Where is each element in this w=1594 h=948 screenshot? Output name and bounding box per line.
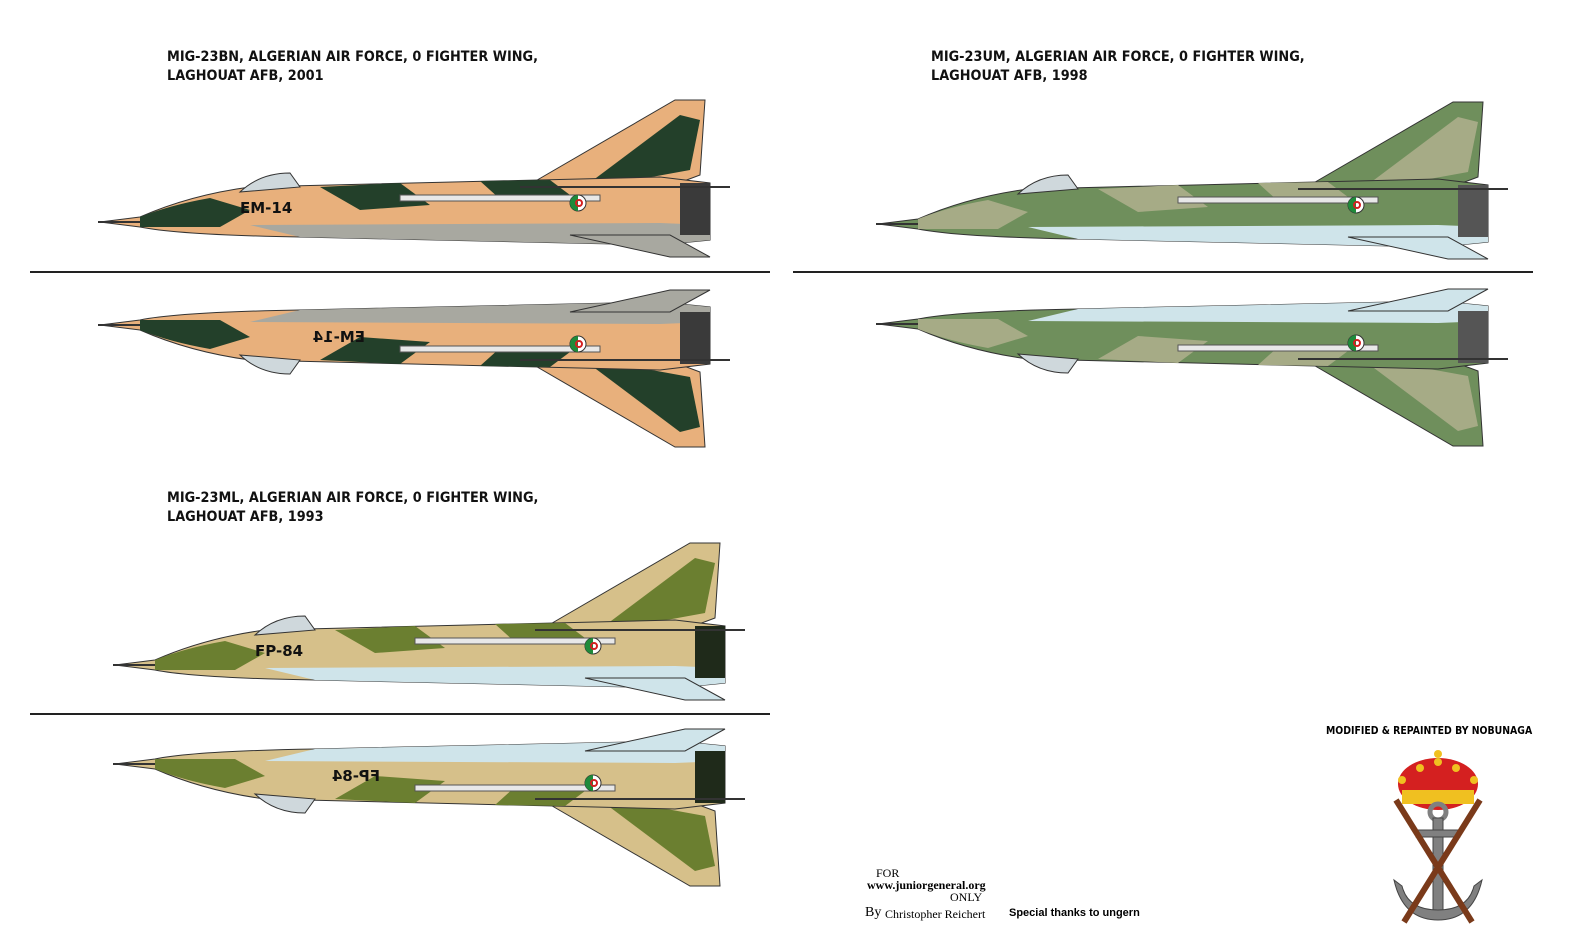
missile — [1177, 344, 1379, 352]
aircraft-body — [876, 288, 1508, 447]
canopy — [253, 615, 316, 636]
aircraft-body — [98, 99, 730, 258]
roundel-green — [1348, 197, 1356, 213]
aircraft-code: EM-14 — [313, 328, 365, 346]
mig23um-top-view — [876, 288, 1508, 447]
caption-mig23um: MIG-23UM, ALGERIAN AIR FORCE, 0 FIGHTER … — [931, 48, 1305, 86]
roundel-crescent — [590, 642, 598, 650]
credit-by: By — [865, 905, 882, 920]
missile — [399, 194, 601, 202]
missile — [1177, 196, 1379, 204]
camo-patch — [480, 348, 570, 367]
roundel-green — [585, 775, 593, 791]
roundel-green — [570, 195, 578, 211]
credit-for: FOR — [876, 866, 900, 880]
exhaust-nozzle — [1458, 185, 1488, 237]
camo-patch — [580, 115, 700, 190]
mig23bn-side-view: EM-14 — [98, 99, 730, 258]
crossed-rifles-icon — [1393, 798, 1483, 924]
mig23ml-top-view: FP-84 — [113, 728, 745, 887]
camo-patch — [595, 558, 715, 633]
aircraft-code: EM-14 — [240, 199, 292, 217]
canopy — [1016, 174, 1079, 195]
roundel-crescent — [575, 199, 583, 207]
divider — [30, 271, 770, 273]
divider — [30, 713, 770, 715]
exhaust-nozzle — [680, 312, 710, 364]
mig23ml-side-view: FP-84 — [113, 542, 745, 701]
aircraft-body — [113, 542, 745, 701]
camo-patch — [335, 776, 445, 803]
caption-line: MIG-23BN, ALGERIAN AIR FORCE, 0 FIGHTER … — [167, 49, 538, 65]
aircraft-body — [876, 101, 1508, 260]
stabilizer — [584, 728, 726, 752]
canopy — [238, 354, 301, 375]
crown-anchor-rifles-emblem — [1393, 750, 1483, 924]
roundel-green — [570, 336, 578, 352]
mig23um-side-view — [876, 101, 1508, 260]
camo-patch — [480, 180, 570, 199]
roundel-crescent — [590, 779, 598, 787]
roundel-crescent — [575, 340, 583, 348]
credit-site-link[interactable]: www.juniorgeneral.org — [867, 878, 986, 892]
camo-patch — [595, 796, 715, 871]
stabilizer — [1347, 236, 1489, 260]
camo-patch — [140, 198, 250, 227]
canopy — [253, 793, 316, 814]
stabilizer — [1347, 288, 1489, 312]
stabilizer — [569, 289, 711, 313]
aircraft-code: FP-84 — [332, 767, 380, 785]
exhaust-nozzle — [680, 183, 710, 235]
camo-patch — [335, 626, 445, 653]
roundel-crescent — [1353, 339, 1361, 347]
camo-patch — [1098, 185, 1208, 212]
camo-patch — [580, 357, 700, 432]
camo-patch — [1258, 182, 1348, 201]
camo-patch — [320, 337, 430, 364]
camo-patch — [1098, 336, 1208, 363]
exhaust-nozzle — [1458, 311, 1488, 363]
aircraft-body — [98, 289, 730, 448]
canopy — [238, 172, 301, 193]
caption-line: LAGHOUAT AFB, 1998 — [931, 68, 1088, 84]
missile — [414, 784, 616, 792]
camo-patch — [495, 623, 585, 642]
canopy — [1016, 353, 1079, 374]
camo-patch — [1358, 117, 1478, 192]
aircraft-code: FP-84 — [255, 642, 303, 660]
missile — [414, 637, 616, 645]
modified-by-credit: MODIFIED & REPAINTED BY NOBUNAGA — [1326, 724, 1533, 737]
crown-icon — [1398, 750, 1478, 810]
stabilizer — [584, 677, 726, 701]
stabilizer — [569, 234, 711, 258]
camo-patch — [155, 641, 265, 670]
aircraft-body — [113, 728, 745, 887]
exhaust-nozzle — [695, 626, 725, 678]
caption-line: MIG-23ML, ALGERIAN AIR FORCE, 0 FIGHTER … — [167, 490, 539, 506]
missile — [399, 345, 601, 353]
credit-thanks: Special thanks to ungern — [1009, 907, 1140, 919]
mig23bn-top-view: EM-14 — [98, 289, 730, 448]
caption-line: LAGHOUAT AFB, 2001 — [167, 68, 324, 84]
camo-patch — [1358, 356, 1478, 431]
credit-author: Christopher Reichert — [885, 907, 986, 921]
divider — [793, 271, 1533, 273]
roundel-green — [585, 638, 593, 654]
roundel-crescent — [1353, 201, 1361, 209]
camo-patch — [495, 787, 585, 806]
camo-patch — [1258, 347, 1348, 366]
exhaust-nozzle — [695, 751, 725, 803]
credit-only: ONLY — [950, 890, 983, 904]
camo-patch — [918, 200, 1028, 229]
caption-line: MIG-23UM, ALGERIAN AIR FORCE, 0 FIGHTER … — [931, 49, 1305, 65]
caption-mig23ml: MIG-23ML, ALGERIAN AIR FORCE, 0 FIGHTER … — [167, 489, 538, 527]
camo-patch — [320, 183, 430, 210]
caption-line: LAGHOUAT AFB, 1993 — [167, 509, 324, 525]
roundel-green — [1348, 335, 1356, 351]
camo-patch — [918, 319, 1028, 348]
camo-patch — [140, 320, 250, 349]
camo-patch — [155, 759, 265, 788]
caption-mig23bn: MIG-23BN, ALGERIAN AIR FORCE, 0 FIGHTER … — [167, 48, 538, 86]
